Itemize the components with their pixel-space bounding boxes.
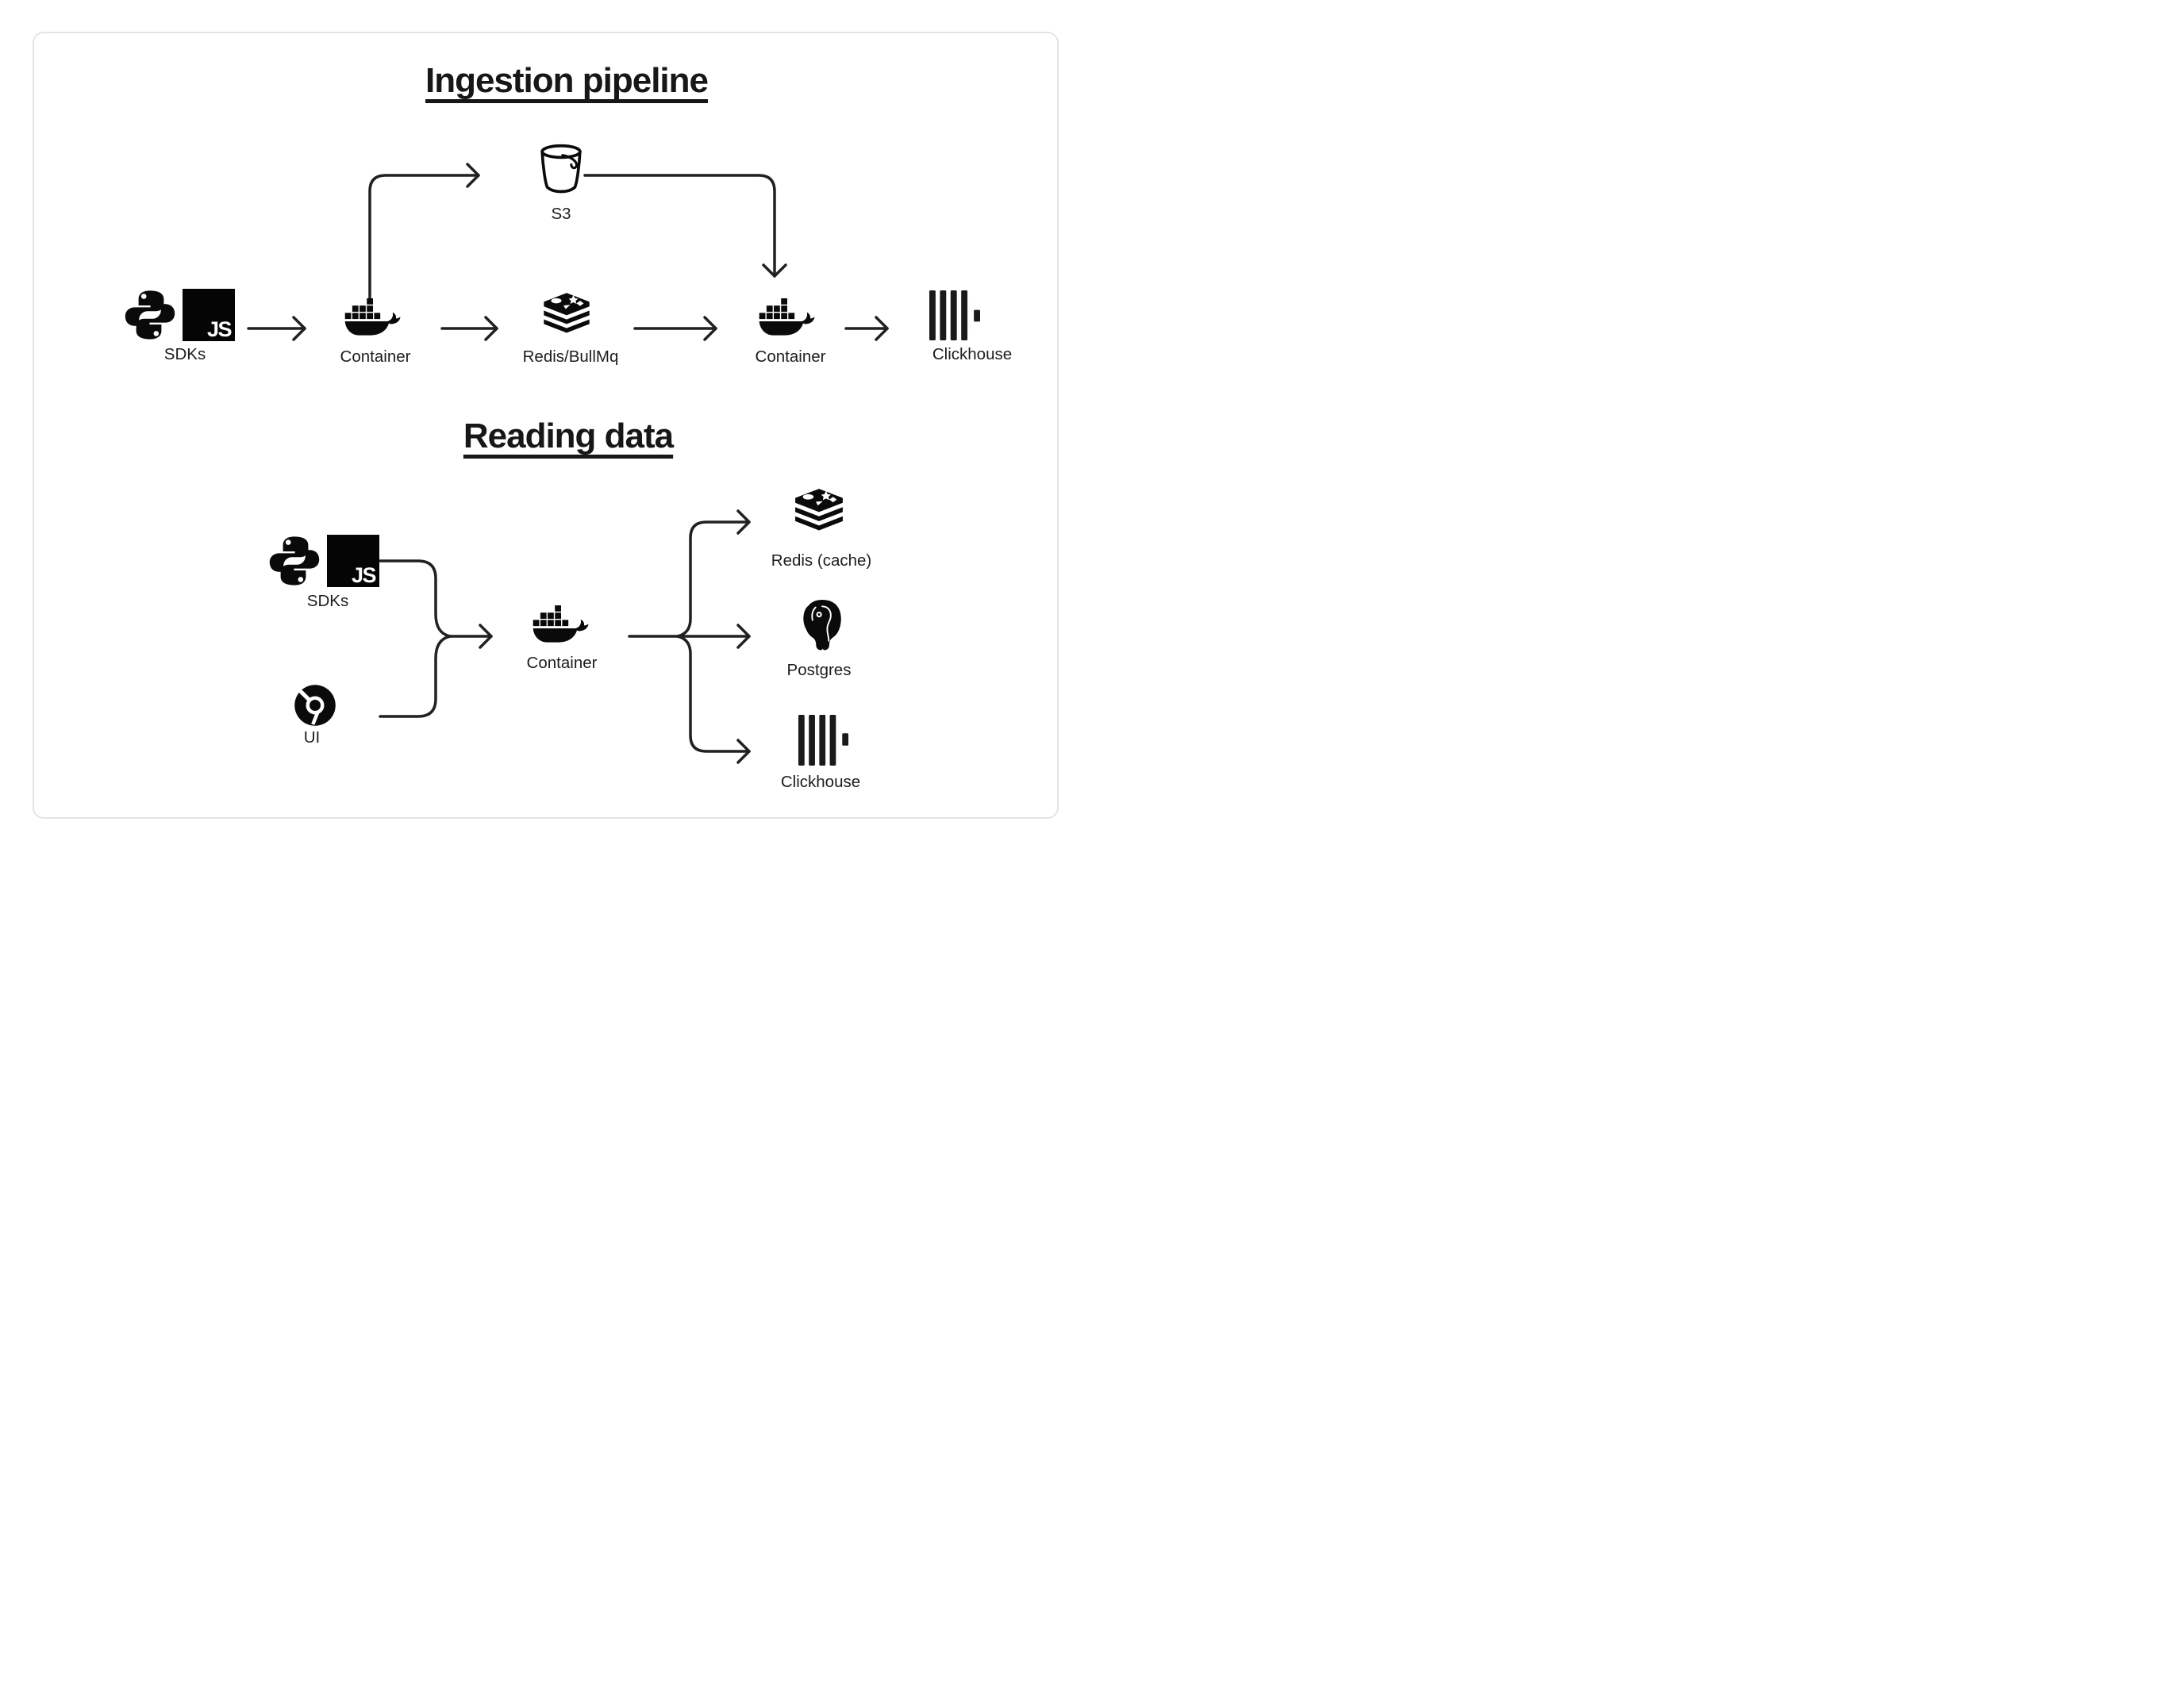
ingestion-queue-label: Redis/BullMq bbox=[522, 347, 619, 366]
chrome-icon bbox=[294, 685, 336, 726]
redis-icon bbox=[795, 489, 843, 531]
arrow-sdks-to-container bbox=[247, 316, 306, 341]
arrow-s3-to-container2 bbox=[583, 174, 787, 278]
javascript-icon: JS bbox=[327, 535, 379, 587]
docker-icon bbox=[344, 298, 401, 336]
arrow-container-to-redis bbox=[440, 316, 498, 341]
line-sdks-merge bbox=[379, 559, 452, 638]
reading-redis-cache-label: Redis (cache) bbox=[771, 551, 872, 570]
arrow-container2-to-clickhouse bbox=[844, 316, 889, 341]
redis-icon bbox=[544, 293, 590, 333]
docker-icon bbox=[533, 605, 589, 643]
reading-clickhouse-label: Clickhouse bbox=[780, 772, 861, 791]
diagram-card bbox=[33, 32, 1059, 819]
ingestion-container1-label: Container bbox=[340, 347, 411, 366]
reading-ui-label: UI bbox=[303, 728, 321, 747]
docker-icon bbox=[759, 298, 815, 336]
ingestion-container2-label: Container bbox=[755, 347, 826, 366]
python-icon bbox=[269, 536, 320, 586]
arrow-merge-to-container bbox=[448, 624, 493, 649]
s3-bucket-icon bbox=[540, 144, 582, 194]
ingestion-sdks-label: SDKs bbox=[163, 344, 206, 363]
arrow-redis-to-container2 bbox=[633, 316, 717, 341]
reading-container-label: Container bbox=[526, 653, 598, 672]
postgres-icon bbox=[803, 600, 841, 651]
arrow-branch-to-postgres bbox=[676, 624, 751, 649]
line-ui-merge bbox=[379, 635, 452, 718]
reading-title: Reading data bbox=[463, 417, 674, 455]
ingestion-title: Ingestion pipeline bbox=[425, 61, 709, 100]
arrow-container-to-s3 bbox=[368, 163, 480, 301]
s3-label: S3 bbox=[551, 204, 571, 223]
clickhouse-icon bbox=[798, 715, 849, 766]
arrow-branch-to-clickhouse bbox=[676, 635, 751, 764]
reading-sdks-label: SDKs bbox=[306, 591, 349, 610]
connector-layer bbox=[247, 163, 889, 764]
reading-postgres-label: Postgres bbox=[786, 660, 852, 679]
python-icon bbox=[125, 290, 175, 340]
ingestion-clickhouse-label: Clickhouse bbox=[932, 344, 1013, 363]
diagram-page: Ingestion pipeline JS SDKs Container bbox=[0, 0, 1092, 850]
arrow-branch-to-redis-cache bbox=[676, 509, 751, 638]
clickhouse-icon bbox=[929, 290, 981, 341]
javascript-icon: JS bbox=[183, 289, 235, 341]
